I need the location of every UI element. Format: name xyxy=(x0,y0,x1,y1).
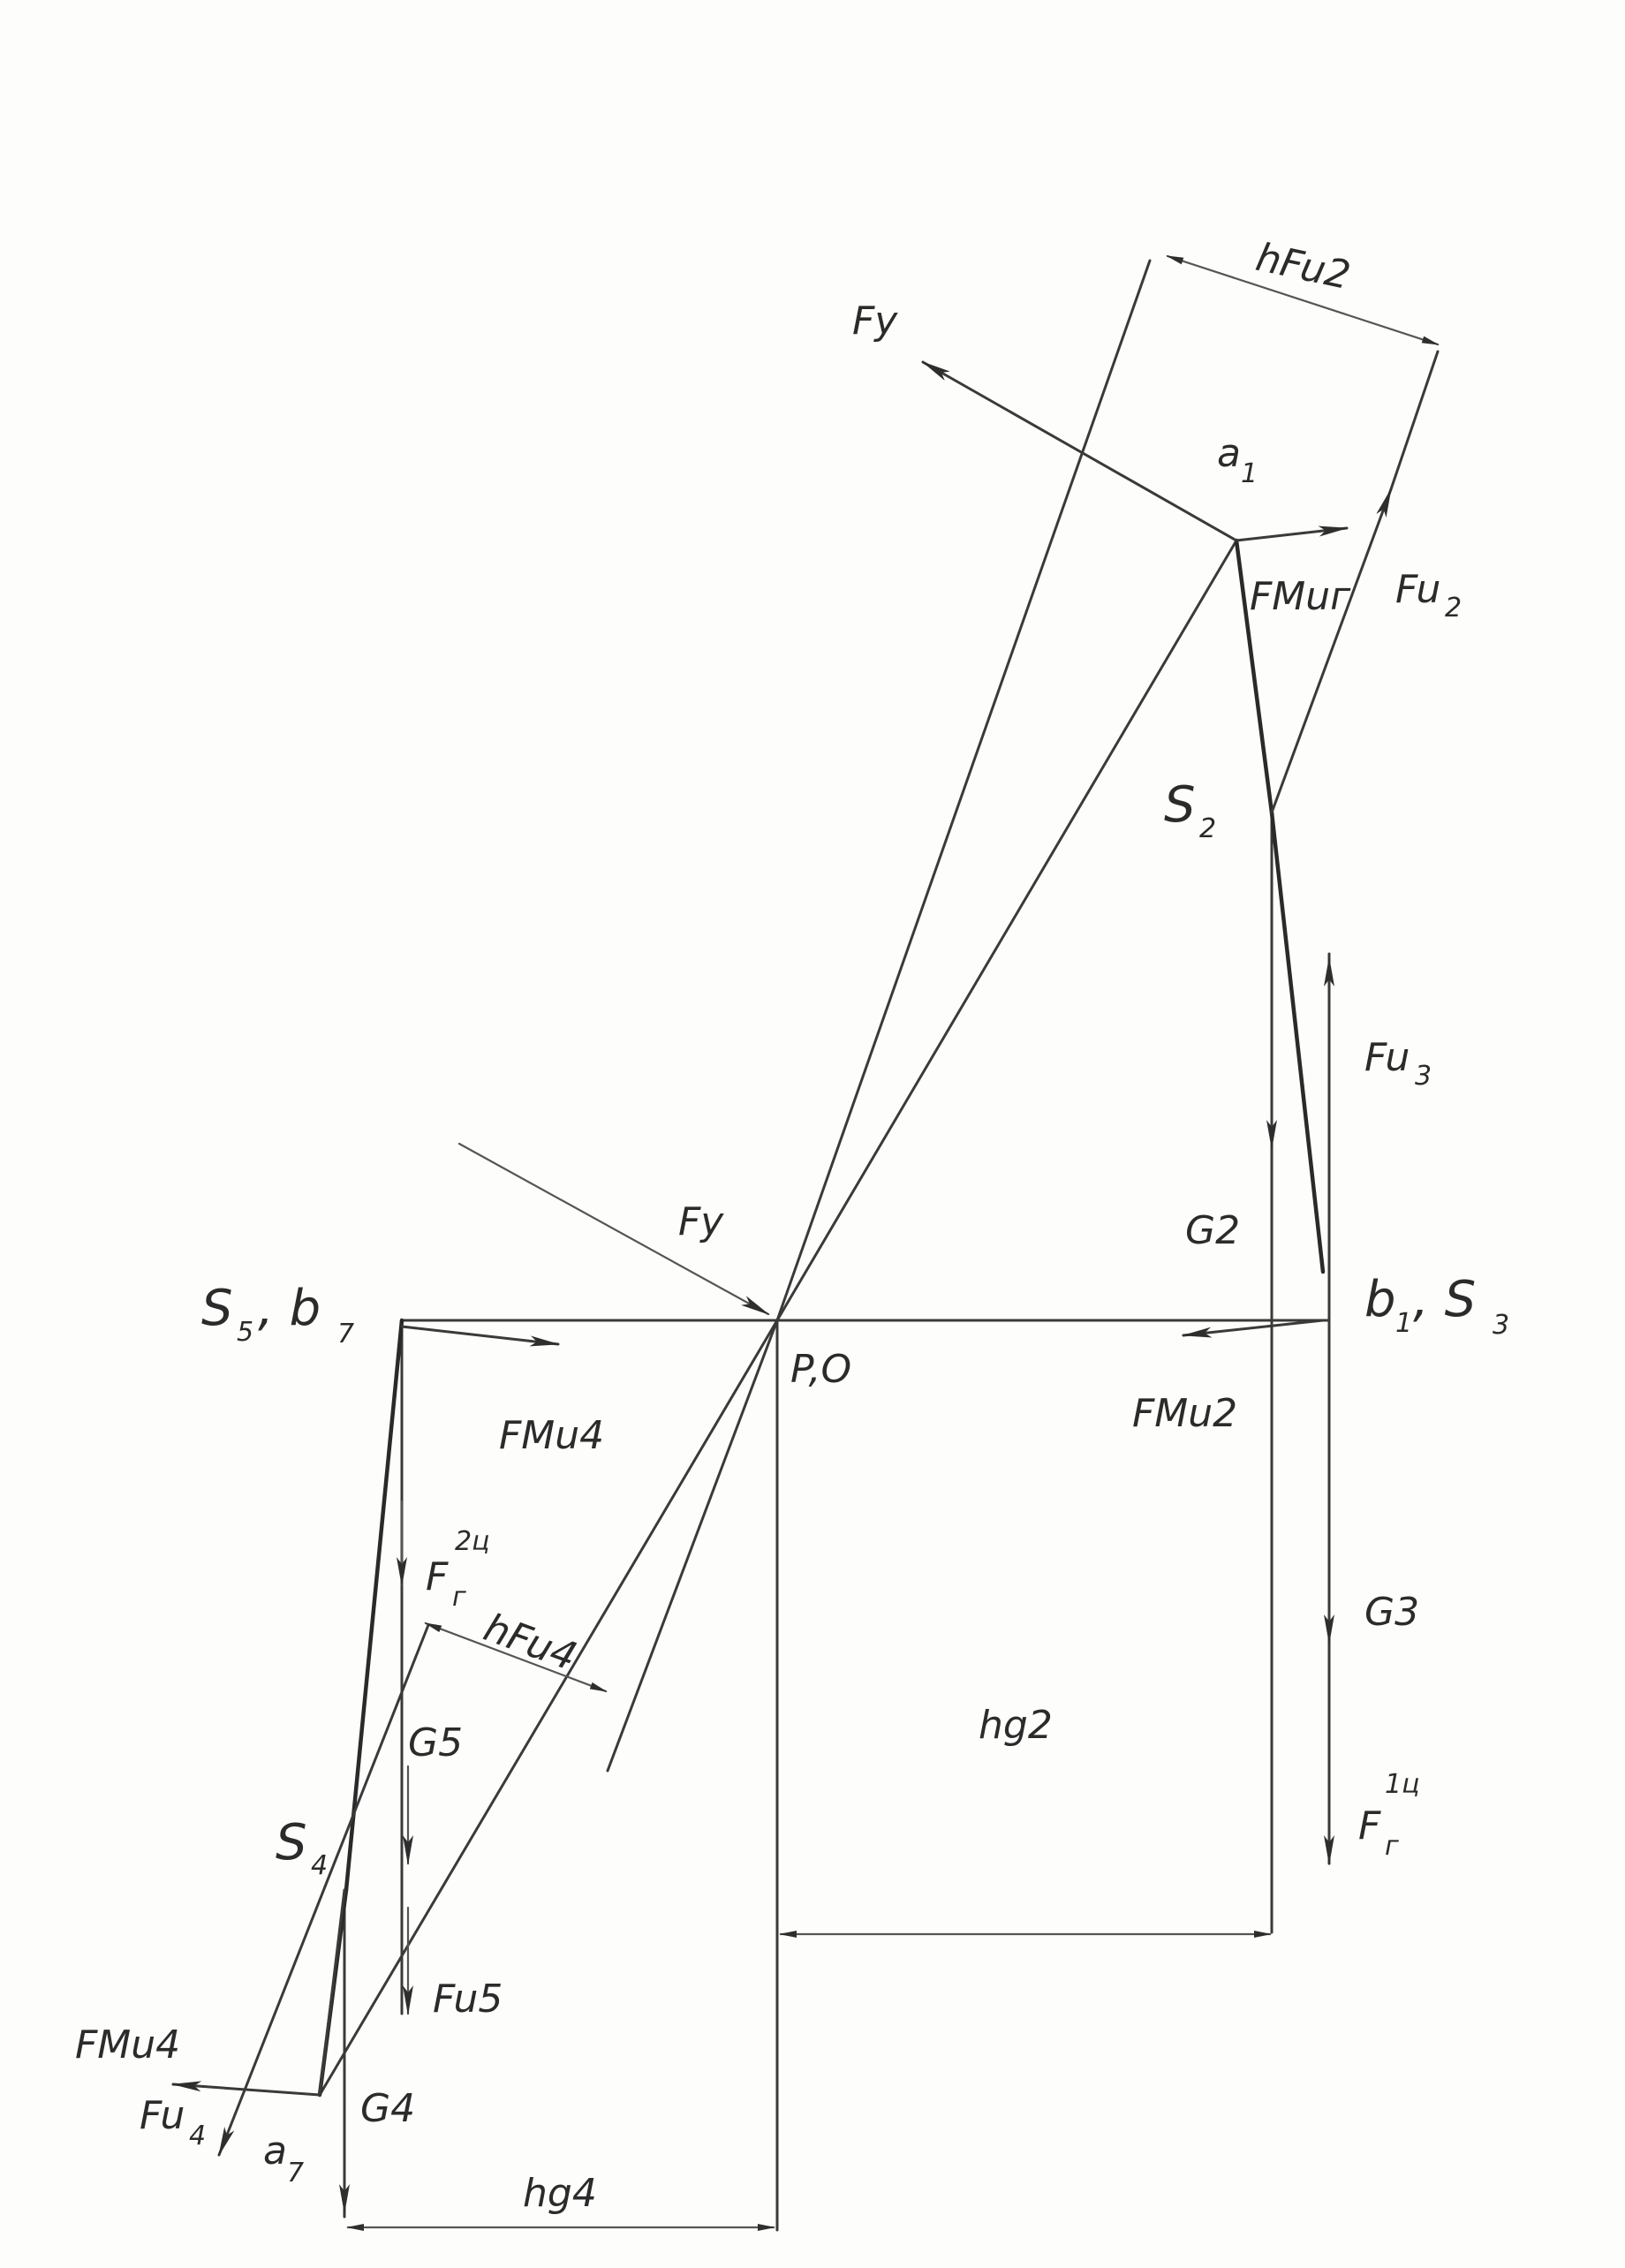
dim-hfu2 xyxy=(1166,254,1440,346)
label-f2-2c: F xyxy=(426,1554,449,1599)
label-fy-top: Fy xyxy=(852,299,898,344)
label-a7: a xyxy=(263,2128,287,2174)
arrow-fmu4-bot xyxy=(171,2081,321,2097)
arrow-fu2 xyxy=(1270,488,1393,814)
label-a1-sub: 1 xyxy=(1241,458,1258,489)
bold-s2-b1 xyxy=(1269,810,1326,1274)
line-po-a7 xyxy=(318,1319,779,2097)
label-g2: G2 xyxy=(1185,1208,1240,1253)
label-fu2: Fu xyxy=(1395,567,1440,612)
label-b1s3-sub2: 3 xyxy=(1493,1310,1509,1341)
label-fu2-sub: 2 xyxy=(1445,593,1462,624)
line-s4-a7 xyxy=(318,1888,346,2097)
label-s5b7: S xyxy=(201,1280,233,1337)
label-b1s3-mid: , S xyxy=(1413,1271,1476,1328)
label-po: P,O xyxy=(790,1347,851,1392)
label-fu4-sub: 4 xyxy=(189,2121,206,2151)
label-s4: S xyxy=(276,1814,307,1871)
arrow-fu4 xyxy=(217,1623,430,2157)
label-s2: S xyxy=(1164,776,1196,834)
label-fmu4-mid: FMu4 xyxy=(499,1413,604,1458)
line-fu2-ext xyxy=(1389,350,1440,491)
label-fmu2-top: FMuг xyxy=(1250,574,1351,619)
label-fu5: Fu5 xyxy=(433,1977,503,2022)
label-f2-1c: F xyxy=(1358,1803,1381,1848)
label-fy-mid: Fy xyxy=(678,1199,724,1244)
label-f2-2c-sub: г xyxy=(452,1582,466,1613)
dim-hfu4 xyxy=(424,1622,608,1693)
label-hfu4: hFu4 xyxy=(478,1605,582,1680)
label-hg2: hg2 xyxy=(979,1703,1053,1748)
arrow-fy-mid xyxy=(457,1142,770,1316)
label-f2-1c-sub: г xyxy=(1385,1831,1399,1862)
label-s5b7-sub2: 7 xyxy=(337,1319,354,1349)
label-hg4: hg4 xyxy=(523,2171,597,2216)
label-f2-2c-sup: 2ц xyxy=(455,1526,490,1557)
arrow-fy-top xyxy=(921,360,1238,542)
label-s2-sub: 2 xyxy=(1199,813,1216,844)
line-hfu2-left xyxy=(775,259,1152,1322)
label-b1s3-sub1: 1 xyxy=(1395,1308,1412,1339)
arrow-fmu2-top xyxy=(1235,525,1349,542)
label-g4: G4 xyxy=(360,2086,415,2131)
label-s4-sub: 4 xyxy=(311,1850,328,1881)
label-b1s3: b xyxy=(1364,1271,1396,1328)
label-g3: G3 xyxy=(1364,1590,1419,1635)
label-fmu4-bot: FMu4 xyxy=(75,2022,180,2068)
line-hfu4-right xyxy=(606,1319,779,1773)
label-s5b7-sub1: 5 xyxy=(237,1317,253,1348)
label-fu4: Fu xyxy=(140,2093,185,2138)
label-fu3-sub: 3 xyxy=(1415,1061,1432,1092)
label-a7-sub: 7 xyxy=(287,2158,304,2189)
line-po-a1 xyxy=(775,539,1238,1322)
bold-s5-s4 xyxy=(344,1318,404,1893)
label-fmu2-mid: FMu2 xyxy=(1132,1391,1237,1436)
label-f2-1c-sup: 1ц xyxy=(1385,1769,1420,1800)
label-s5b7-mid: , b xyxy=(258,1280,321,1337)
label-fu3: Fu xyxy=(1364,1035,1410,1080)
arrow-fmu2-mid xyxy=(1182,1319,1325,1338)
label-g5: G5 xyxy=(408,1720,463,1765)
bold-a1-s2 xyxy=(1234,538,1274,815)
arrow-fmu4-mid xyxy=(400,1325,560,1347)
label-a1: a xyxy=(1217,431,1241,476)
